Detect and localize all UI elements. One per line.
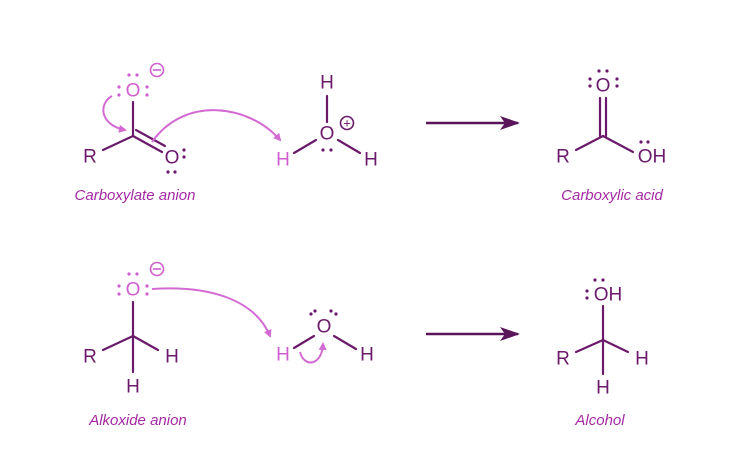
r-group: R <box>83 147 97 168</box>
lone-pairs <box>117 73 149 97</box>
oxygen-atom: O <box>126 280 141 301</box>
electron-arrow <box>151 109 282 143</box>
carboxylate-anion: O R O Carboxylate anion <box>75 62 282 204</box>
plus-sign: + <box>343 116 351 131</box>
positive-charge-icon <box>339 115 355 131</box>
hydrogen-atom: H <box>276 150 290 171</box>
hydrogen-atom: H <box>364 150 378 171</box>
carboxylic-acid-label: Carboxylic acid <box>561 187 663 204</box>
r-group: R <box>556 349 570 370</box>
alkoxide-anion-label: Alkoxide anion <box>88 412 187 429</box>
oxygen-atom: O <box>126 81 141 102</box>
electron-arrow <box>102 95 127 133</box>
electron-arrow <box>151 287 272 338</box>
oxygen-atom: O <box>320 124 335 145</box>
oxygen-atom: O <box>317 317 332 338</box>
r-group: R <box>556 147 570 168</box>
hydrogen-atom: H <box>635 349 649 370</box>
hydronium-ion: H O H H + <box>276 73 378 171</box>
carboxylic-acid: O R OH Carboxylic acid <box>556 69 666 204</box>
alcohol-label: Alcohol <box>574 412 625 429</box>
alcohol: OH R H H Alcohol <box>556 278 649 429</box>
oxygen-atom: O <box>596 76 611 97</box>
r-group: R <box>83 347 97 368</box>
hydrogen-atom: H <box>320 73 334 94</box>
alkoxide-anion: O R H H Alkoxide anion <box>83 261 272 429</box>
hydroxyl-group: OH <box>638 147 667 168</box>
hydrogen-atom: H <box>126 377 140 398</box>
carboxylate-anion-label: Carboxylate anion <box>75 187 196 204</box>
hydroxyl-group: OH <box>594 285 623 306</box>
electron-arrow <box>299 342 327 364</box>
hydrogen-atom: H <box>165 347 179 368</box>
hydrogen-atom: H <box>596 378 610 399</box>
oxygen-atom: O <box>165 148 180 169</box>
negative-charge-icon <box>149 62 165 78</box>
hydrogen-atom: H <box>360 345 374 366</box>
negative-charge-icon <box>149 261 165 277</box>
hydrogen-atom: H <box>276 345 290 366</box>
water-molecule: O H H <box>276 309 374 366</box>
